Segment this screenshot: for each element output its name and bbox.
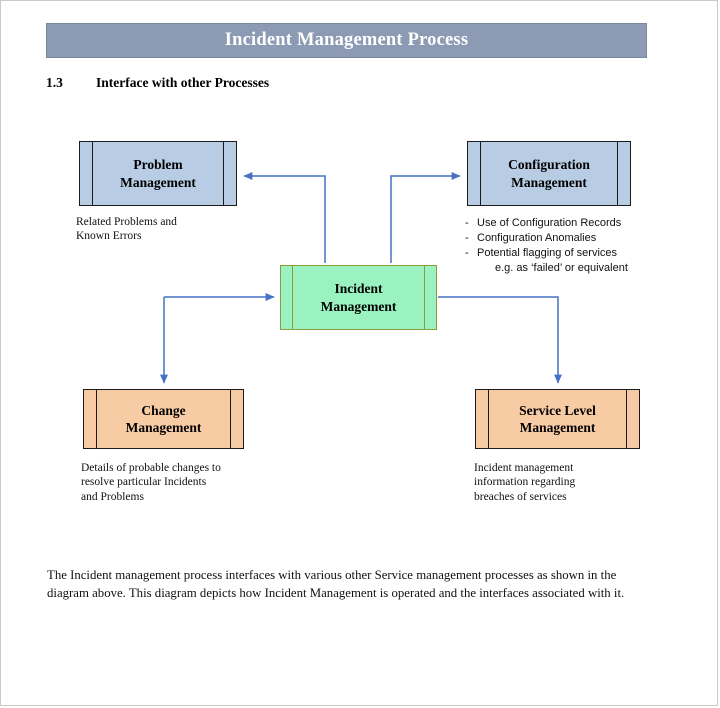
body-paragraph: The Incident management process interfac…: [47, 568, 625, 601]
node-label-line1: Service Level: [519, 402, 596, 418]
node-right-band: [230, 390, 243, 448]
bullet-label: Potential flagging of services: [477, 247, 618, 260]
node-core: Change Management: [97, 390, 230, 448]
node-label-line1: Change: [141, 402, 186, 418]
node-incident-management[interactable]: Incident Management: [280, 265, 437, 330]
node-right-band: [617, 142, 630, 205]
caption-bullet: - Potential flagging of services: [465, 246, 665, 261]
bullet-dash-icon: -: [465, 247, 469, 260]
node-right-band: [223, 142, 236, 205]
section-heading: 1.3 Interface with other Processes: [46, 75, 269, 91]
bullet-label: Configuration Anomalies: [477, 232, 597, 245]
caption-configuration-management: - Use of Configuration Records - Configu…: [465, 216, 665, 276]
node-service-level-management[interactable]: Service Level Management: [475, 389, 640, 449]
caption-problem-management: Related Problems and Known Errors: [76, 216, 177, 243]
node-right-band: [424, 266, 436, 329]
node-label-line2: Management: [125, 420, 202, 435]
node-label-line1: Configuration: [508, 157, 590, 173]
caption-change-management: Details of probable changes to resolve p…: [81, 462, 221, 503]
node-core: Service Level Management: [489, 390, 626, 448]
caption-bullet: - Use of Configuration Records: [465, 216, 665, 231]
node-left-band: [80, 142, 93, 205]
node-label-line2: Management: [511, 174, 587, 190]
node-label-line2: Management: [519, 420, 596, 435]
node-left-band: [476, 390, 489, 448]
node-left-band: [468, 142, 481, 205]
node-label: Problem Management: [120, 156, 196, 191]
node-problem-management[interactable]: Problem Management: [79, 141, 237, 206]
bullet-dash-icon: -: [465, 217, 469, 229]
caption-bullet: - Configuration Anomalies: [465, 231, 665, 246]
section-number: 1.3: [46, 75, 63, 90]
node-label-line1: Problem: [133, 157, 183, 173]
node-configuration-management[interactable]: Configuration Management: [467, 141, 631, 206]
node-core: Incident Management: [293, 266, 424, 329]
node-label: Change Management: [126, 402, 202, 437]
node-label: Service Level Management: [519, 402, 596, 437]
node-label-line2: Management: [120, 174, 196, 190]
node-core: Problem Management: [93, 142, 223, 205]
section-title: Interface with other Processes: [96, 75, 270, 90]
node-label: Configuration Management: [508, 156, 590, 191]
node-label-line2: Management: [320, 298, 397, 314]
bullet-label: Use of Configuration Records: [477, 217, 622, 229]
node-left-band: [281, 266, 293, 329]
caption-bullet-continuation: e.g. as ‘failed’ or equivalent: [495, 262, 628, 275]
node-left-band: [84, 390, 97, 448]
document-header-banner: Incident Management Process: [46, 23, 647, 58]
node-change-management[interactable]: Change Management: [83, 389, 244, 449]
node-right-band: [626, 390, 639, 448]
edge-incident-to-service-level: [438, 296, 562, 384]
bullet-dash-icon: -: [465, 232, 469, 245]
page-title: Incident Management Process: [224, 30, 469, 50]
node-label: Incident Management: [321, 280, 397, 315]
edge-incident-to-configuration: [390, 172, 461, 263]
node-core: Configuration Management: [481, 142, 617, 205]
caption-service-level-management: Incident management information regardin…: [474, 462, 576, 503]
node-label-line1: Incident: [334, 281, 383, 297]
